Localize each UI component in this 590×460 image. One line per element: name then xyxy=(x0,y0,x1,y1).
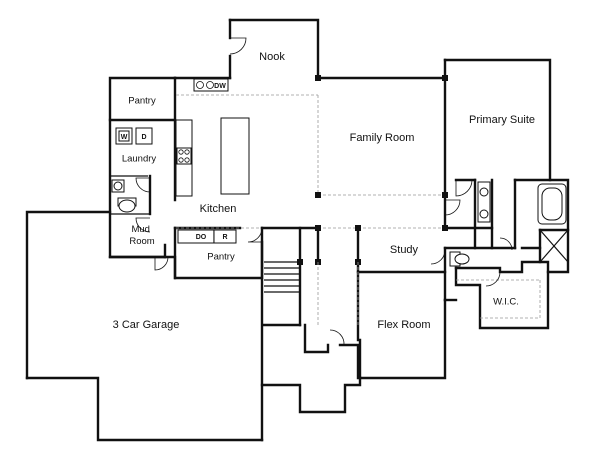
mudroom-fixtures xyxy=(111,179,137,213)
refrigerator-label: R xyxy=(222,234,227,241)
flex-room-walls xyxy=(358,298,458,380)
dishwasher-label: DW xyxy=(214,83,226,90)
nook-walls xyxy=(228,18,320,80)
pantry-upper-label: Pantry xyxy=(128,96,156,107)
wic-walls xyxy=(454,266,550,330)
refrigerator-fixture xyxy=(213,229,237,244)
dishwasher-fixture xyxy=(193,78,229,92)
study-label: Study xyxy=(390,244,419,256)
garage-label: 3 Car Garage xyxy=(113,319,180,331)
primary-suite-label: Primary Suite xyxy=(469,114,535,126)
pantry-lower-label: Pantry xyxy=(207,252,235,263)
upper-kitchen-wall: DW xyxy=(173,76,232,92)
washer-label: W xyxy=(121,134,128,141)
room-labels: Nook Pantry Laundry Kitchen Mud Room Pan… xyxy=(113,51,535,331)
mud-room-label-line2: Room xyxy=(129,236,154,247)
nook-label: Nook xyxy=(259,51,285,63)
kitchen-fixtures: DO R xyxy=(175,117,250,244)
primary-bath-fixtures xyxy=(449,181,567,267)
mud-room-label-line1: Mud xyxy=(131,224,149,235)
double-oven-label: DO xyxy=(196,234,207,241)
dryer-label: D xyxy=(141,134,146,141)
wic-label: W.I.C. xyxy=(493,297,519,308)
mud-room-label: Mud Room xyxy=(129,224,154,247)
dryer-fixture xyxy=(135,127,153,145)
family-room-label: Family Room xyxy=(350,132,415,144)
stair-and-hall xyxy=(260,226,362,442)
garage-walls xyxy=(25,210,264,442)
laundry-label: Laundry xyxy=(122,154,157,165)
laundry-fixtures: W D xyxy=(115,127,153,145)
kitchen-island xyxy=(220,117,250,195)
primary-suite-walls xyxy=(443,58,570,274)
family-room-walls xyxy=(315,58,448,231)
flex-room-label: Flex Room xyxy=(377,319,430,331)
kitchen-label: Kitchen xyxy=(200,203,237,215)
